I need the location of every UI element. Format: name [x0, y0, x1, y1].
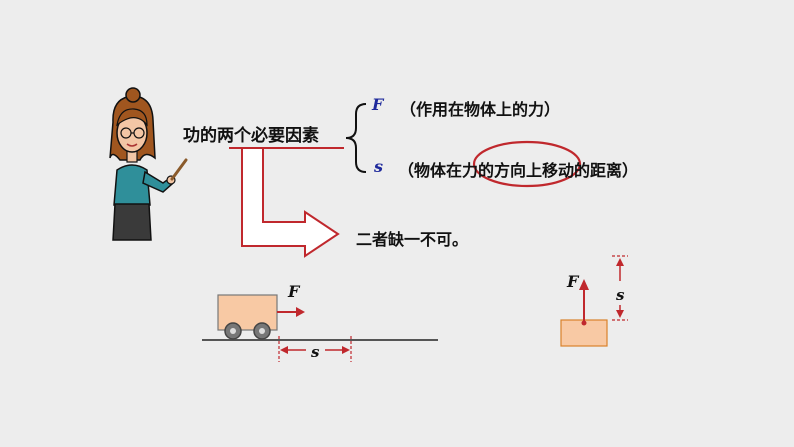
distance-symbol: s — [374, 157, 384, 176]
bent-arrow — [241, 147, 340, 258]
emphasis-ellipse — [472, 140, 582, 188]
box-distance-label: s — [616, 286, 625, 304]
cart-body — [217, 294, 278, 331]
title-text: 功的两个必要因素 — [183, 126, 319, 146]
distance-description: （物体在力的方向上移动的距离） — [398, 161, 639, 180]
box-force-label: F — [567, 272, 579, 291]
force-symbol: F — [372, 95, 384, 114]
cart-diagram — [202, 294, 438, 363]
curly-brace — [345, 103, 367, 173]
conclusion-text: 二者缺一不可。 — [356, 230, 469, 249]
box-diagram — [560, 255, 630, 347]
cart-force-label: F — [288, 282, 300, 301]
force-description: （作用在物体上的力） — [400, 100, 561, 119]
cart-distance-label: s — [311, 343, 320, 361]
teacher-illustration — [109, 87, 188, 241]
